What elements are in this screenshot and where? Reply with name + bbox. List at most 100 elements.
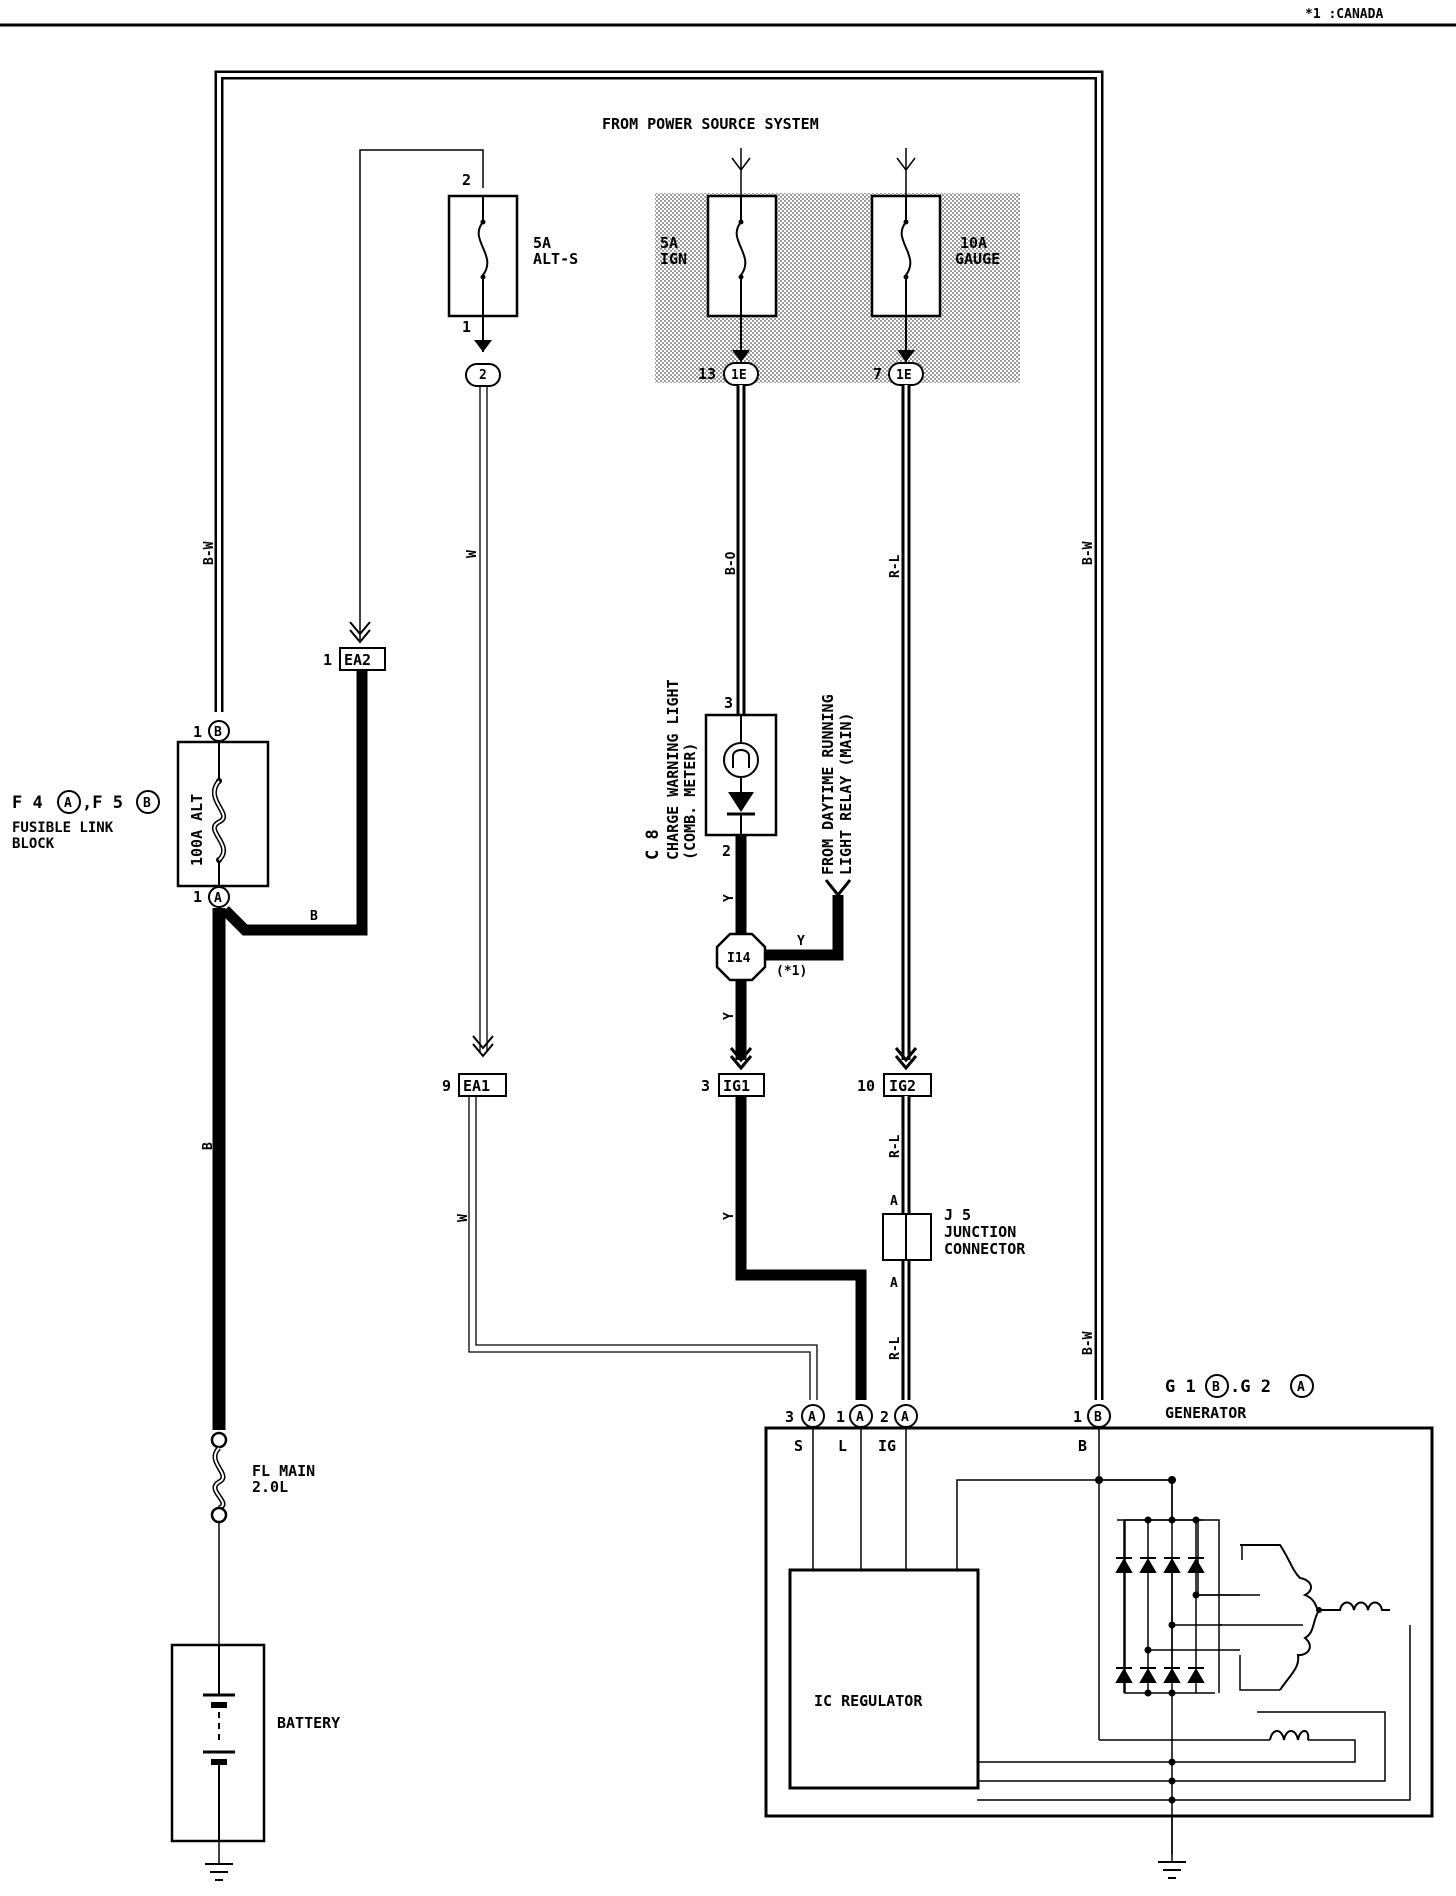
battery-ground-icon [205,1863,233,1881]
terminal-s-pin: 3 [785,1408,794,1426]
junction-id: J 5 [944,1206,971,1224]
charge-light-pin-top: 3 [724,694,733,712]
wire-label-bw-left: B-W [202,541,217,565]
terminal-ig-conn-letter: A [901,1410,909,1425]
alt-s-arrow [474,340,492,352]
fusible-link-element-core [213,780,225,861]
fusible-conn-top-letter: B [214,725,222,740]
generator-id-b: B [1212,1380,1220,1395]
alt-s-to-ea2-wire [359,149,484,640]
gauge-rating: 10A [960,234,987,252]
gauge-source-arrow [896,157,916,172]
bridge-junction-dots [1095,1476,1322,1804]
fusible-link-id: F 4 A ,F 5 B [12,790,160,814]
ea2-name: EA2 [344,651,371,669]
gauge-arrow [897,350,915,362]
charge-light-id: C 8 [643,829,663,860]
fusible-id-a: A [64,796,72,811]
terminal-s-conn-letter: A [808,1410,816,1425]
fusible-conn-bottom-letter: A [214,891,222,906]
fl-main-line2: 2.0L [252,1478,288,1496]
stator-windings [1240,1544,1390,1691]
diode-row-top [1115,1557,1205,1573]
generator-id-a: A [1297,1380,1305,1395]
wire-label-b-horiz: B [310,909,318,924]
fusible-pin-bottom: 1 [193,888,202,906]
gauge-pin: 7 [873,365,882,383]
ic-regulator-label: IC REGULATOR [814,1692,923,1710]
generator-id-g1: G 1 [1165,1377,1196,1397]
charge-light-line1: CHARGE WARNING LIGHT [664,679,682,860]
bw-loop-wire [214,70,1104,1400]
terminal-ig-pin: 2 [880,1408,889,1426]
charge-light-line2: (COMB. METER) [681,743,699,860]
terminal-b-name: B [1078,1437,1087,1455]
ign-connector-label: 1E [731,368,747,383]
junction-pin-a-top: A [890,1194,898,1209]
field-coil [1269,1730,1310,1741]
ign-rating: 5A [660,234,678,252]
ig1-pin: 3 [701,1077,710,1095]
gauge-name: GAUGE [955,250,1000,268]
diode-bridge-rails [1117,1519,1240,1693]
ig2-pin: 10 [857,1077,875,1095]
ea2-pin: 1 [323,651,332,669]
wire-label-bw-right: B-W [1081,541,1096,565]
terminal-b-conn-letter: B [1094,1410,1102,1425]
fl-main-top-terminal [210,1431,228,1449]
alt-s-rating: 5A [533,234,551,252]
power-source-label: FROM POWER SOURCE SYSTEM [602,115,819,133]
terminal-ig-name: IG [878,1437,896,1455]
drl-line1: FROM DAYTIME RUNNING [819,694,837,875]
ign-name: IGN [660,250,687,268]
ea2-to-fusible-b-wire [221,670,368,936]
fusible-id-a-circle [57,790,81,814]
fusible-id-b: B [143,796,151,811]
fusible-pin-top: 1 [193,723,202,741]
generator-id-g2: .G 2 [1230,1377,1271,1397]
fusible-conn-bottom [208,886,230,908]
fusible-id-f5: ,F 5 [82,793,123,813]
fusible-element-label: 100A ALT [188,794,206,866]
alt-s-connector-label: 2 [479,368,487,383]
ea1-name: EA1 [463,1077,490,1095]
ic-regulator [788,1568,980,1790]
ig2-name: IG2 [889,1077,916,1095]
battery-label: BATTERY [277,1714,340,1732]
junction-line1: JUNCTION [944,1223,1016,1241]
charge-light-filament [732,749,750,768]
w-lower-wire [468,1096,818,1400]
wire-label-rl-top: R-L [888,554,903,578]
fl-main-line1: FL MAIN [252,1462,315,1480]
wire-label-y-mid: Y [722,1012,737,1020]
alt-s-connector [465,363,501,387]
rectifier-diodes [1095,1476,1322,1804]
ig2-arrow [894,1047,918,1071]
ign-arrow [732,350,750,362]
ea2-arrow [349,621,371,644]
connector-ea1 [458,1073,507,1097]
generator-id-b-circle [1205,1374,1229,1398]
gauge-connector-label: 1E [896,368,912,383]
wire-label-b-vert: B [201,1142,216,1150]
wire-label-w-low: W [456,1214,471,1222]
terminal-b-pin: 1 [1073,1408,1082,1426]
generator-id: G 1 B .G 2 A [1165,1374,1314,1398]
ign-pin: 13 [698,365,716,383]
y-drl-wire [760,895,844,961]
wire-label-bw-right-low: B-W [1081,1331,1096,1355]
junction-line2: CONNECTOR [944,1240,1026,1258]
terminal-s-name: S [794,1437,803,1455]
ign-source-arrow [731,157,751,172]
connector-i14 [715,932,767,982]
ig1-arrow [729,1047,753,1071]
fl-main-bottom-terminal [210,1506,228,1524]
generator-ground-icon [1158,1861,1186,1879]
ig1-name: IG1 [723,1077,750,1095]
alt-s-fuse-element [477,221,489,276]
w-wire [479,386,488,1052]
gauge-fuse-element [900,221,912,276]
junction-pin-a-bottom: A [890,1276,898,1291]
charge-light-bulb [723,742,759,778]
